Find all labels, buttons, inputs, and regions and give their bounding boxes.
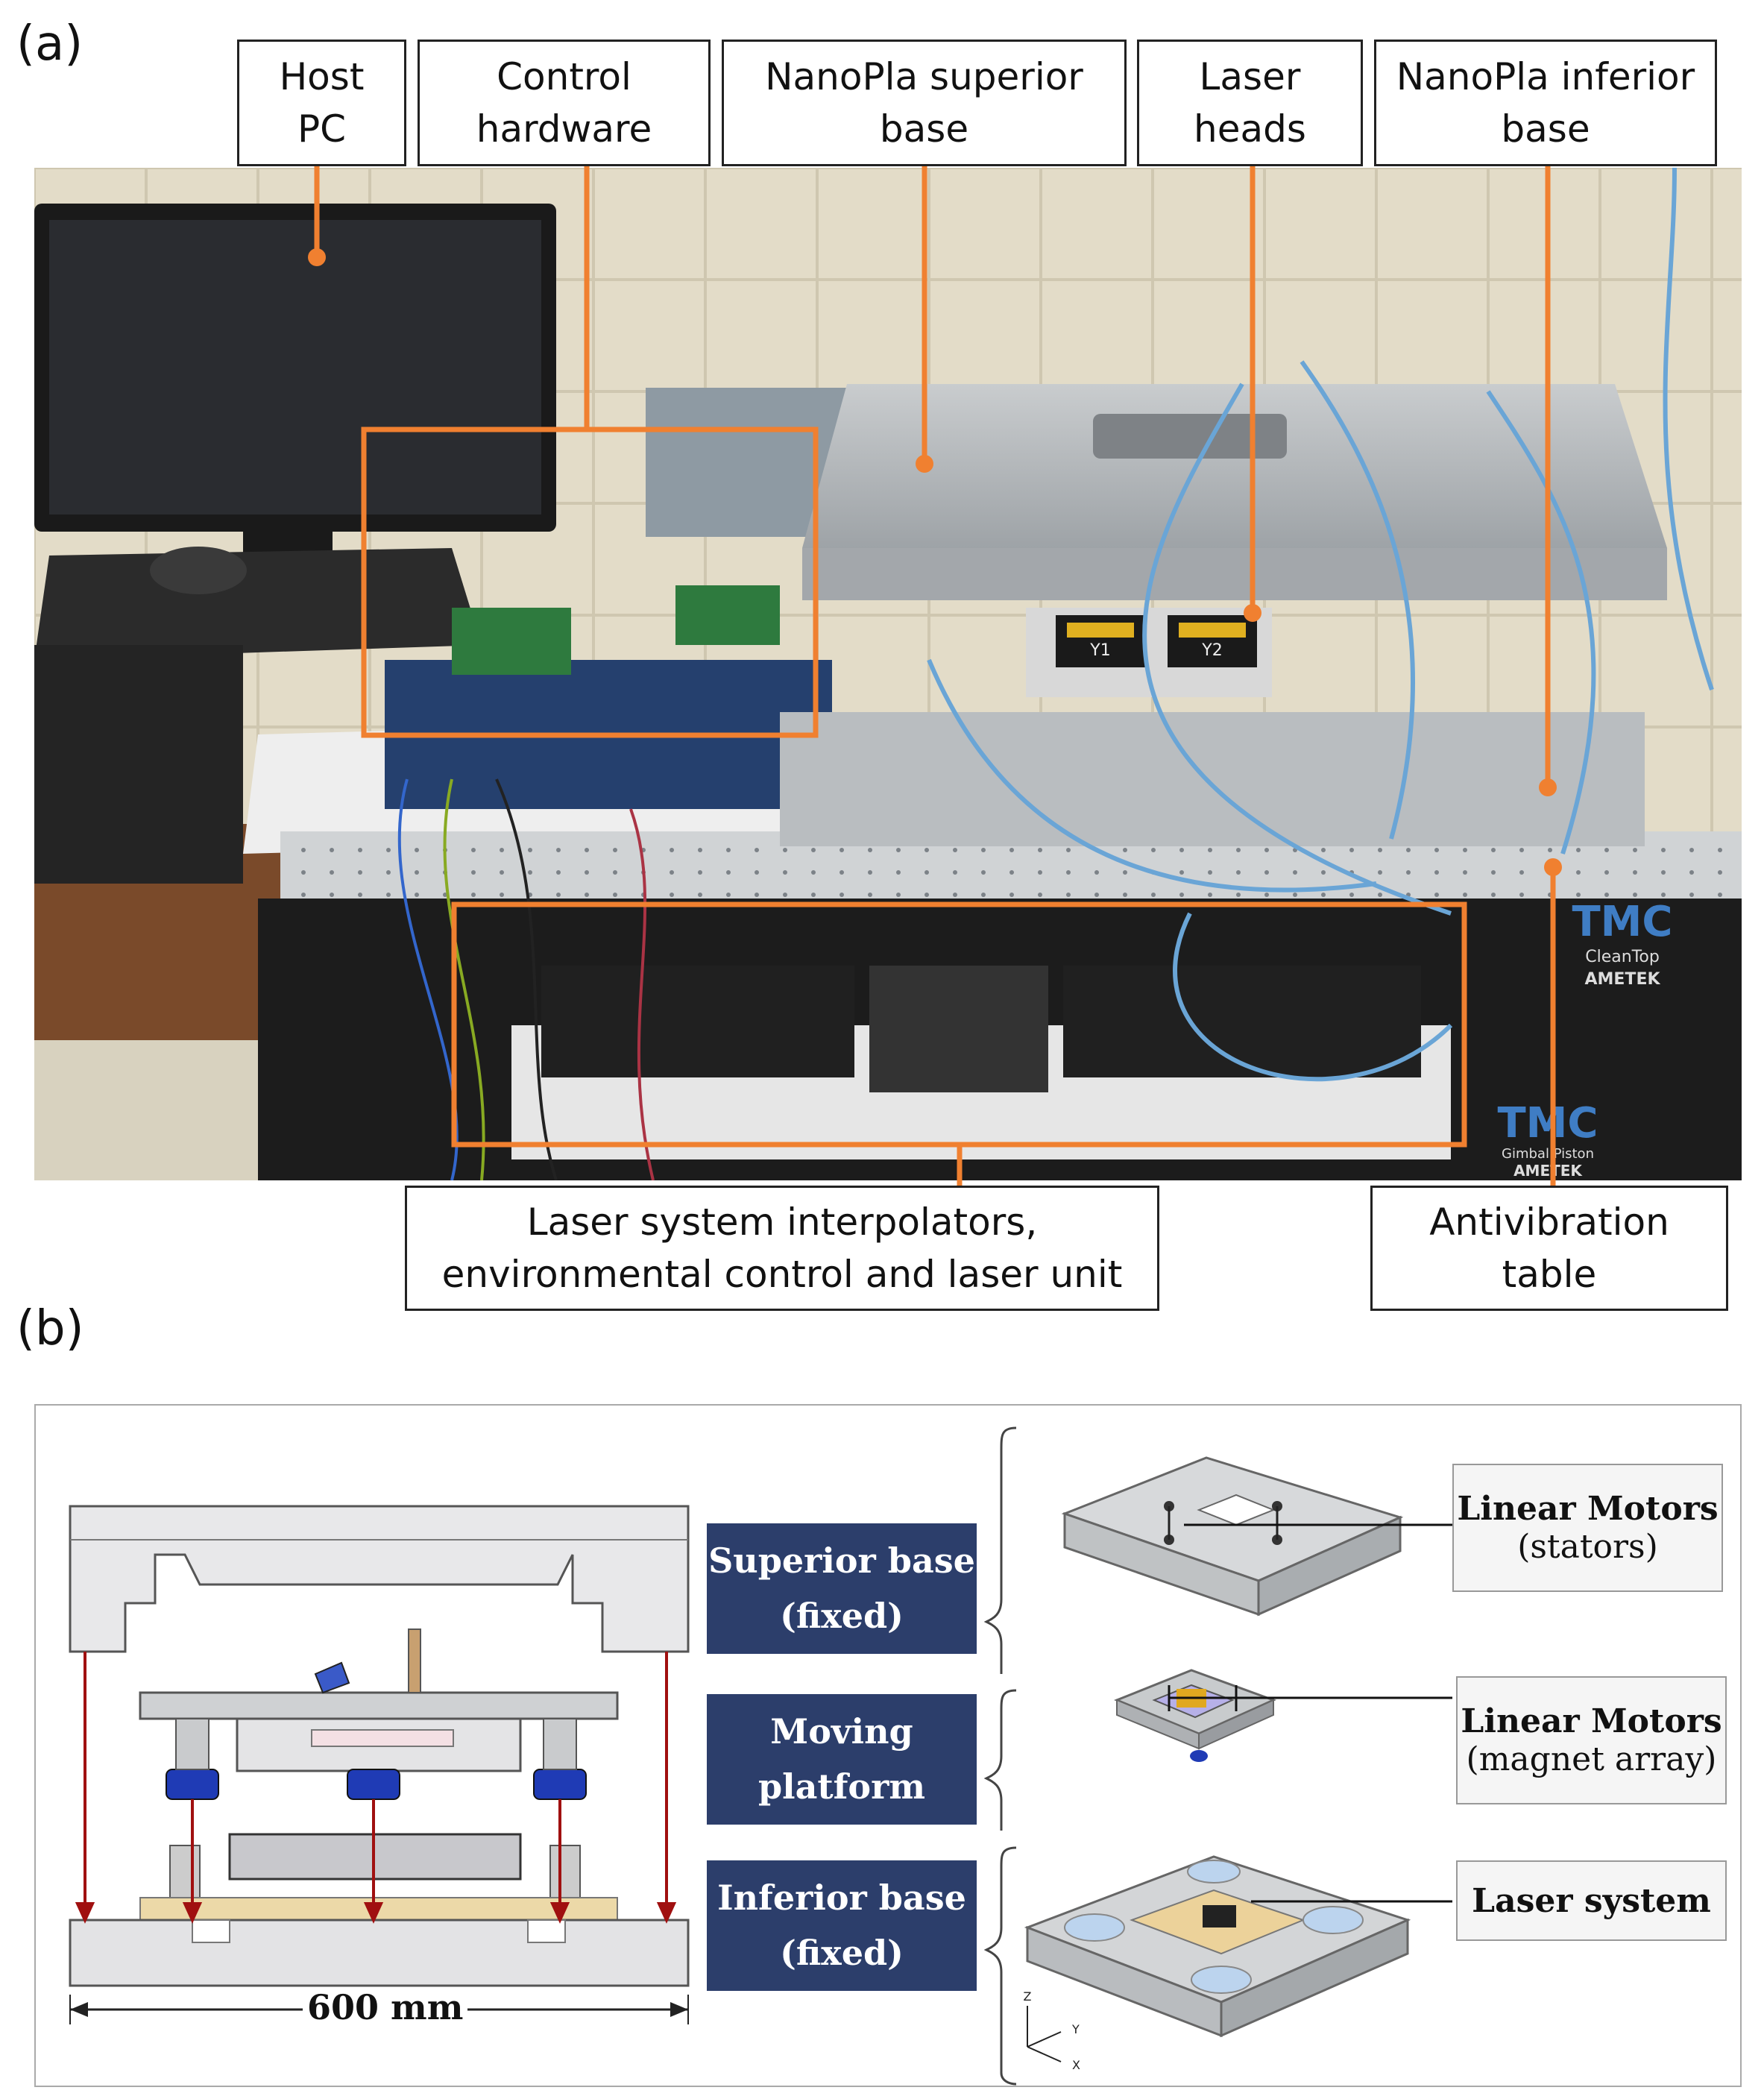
label-linear-motors-magnets-sub: (magnet array)	[1466, 1740, 1717, 1778]
axes-triad	[1027, 2006, 1062, 2062]
exploded-view-drawing: Z Y X	[69, 1426, 1452, 2086]
side-superior-base	[69, 1505, 690, 1653]
stage-inferior-base: Inferior base (fixed)	[707, 1860, 977, 1991]
photo-text-tmc-1: TMC	[1572, 898, 1672, 946]
label-linear-motors-stators-sub: (stators)	[1517, 1528, 1658, 1566]
control-boards	[385, 660, 832, 809]
axis-x-label: X	[1072, 2058, 1080, 2072]
label-laser-heads: Laser heads	[1137, 40, 1363, 166]
stage-braces	[983, 1426, 1017, 2086]
exploded-view-panel: Z Y X 600 mm Superior base (fixed) Movin…	[34, 1404, 1742, 2087]
panel-a-letter: (a)	[16, 16, 84, 72]
label-inferior-base: NanoPla inferior base	[1374, 40, 1717, 166]
photo-text-y2: Y2	[1201, 641, 1222, 660]
axis-y-label: Y	[1071, 2022, 1080, 2036]
keyboard	[34, 548, 482, 660]
label-linear-motors-stators: Linear Motors (stators)	[1452, 1464, 1723, 1592]
stage-moving-platform: Moving platform	[707, 1694, 977, 1825]
blue-tubes	[927, 168, 1714, 1082]
photo-text-cleantop: CleanTop	[1585, 948, 1660, 966]
label-linear-motors-magnets-title: Linear Motors	[1461, 1702, 1722, 1740]
label-superior-base: NanoPla superior base	[722, 40, 1127, 166]
photo-illustration: Y1 Y2 TMC CleanTop AMETEK TMC Gimbal Pis…	[34, 168, 1742, 1180]
label-laser-system: Laser system interpolators, environmenta…	[405, 1186, 1159, 1311]
lab-setup-photo: Y1 Y2 TMC CleanTop AMETEK TMC Gimbal Pis…	[34, 168, 1742, 1180]
photo-text-tmc-2: TMC	[1497, 1099, 1598, 1148]
label-antivibration-table: Antivibration table	[1370, 1186, 1728, 1311]
iso-superior-base	[1061, 1456, 1404, 1617]
pc-tower	[34, 645, 243, 884]
photo-text-gimbal: Gimbal Piston	[1502, 1146, 1594, 1162]
label-control-hardware: Control hardware	[418, 40, 711, 166]
axis-z-label: Z	[1024, 1989, 1032, 2004]
photo-text-ametek-2: AMETEK	[1513, 1162, 1583, 1180]
inferior-base-photo	[780, 712, 1645, 846]
side-moving-platform	[139, 1691, 619, 1720]
side-inferior-base	[69, 1919, 690, 1987]
mouse	[150, 547, 247, 594]
label-laser-system-iso-title: Laser system	[1472, 1881, 1711, 1920]
dimension-600mm: 600 mm	[303, 1987, 468, 2027]
label-host-pc: Host PC	[237, 40, 406, 166]
iso-inferior-base	[1024, 1855, 1411, 2038]
superior-base-photo	[802, 384, 1667, 548]
photo-text-ametek-1: AMETEK	[1584, 970, 1660, 989]
label-linear-motors-stators-title: Linear Motors	[1457, 1490, 1719, 1528]
label-laser-system-iso: Laser system	[1456, 1860, 1727, 1941]
label-linear-motors-magnets: Linear Motors (magnet array)	[1456, 1676, 1727, 1804]
stage-superior-base: Superior base (fixed)	[707, 1523, 977, 1654]
iso-moving-platform	[1114, 1669, 1276, 1762]
photo-text-y1: Y1	[1089, 641, 1110, 660]
panel-b-letter: (b)	[16, 1301, 84, 1356]
